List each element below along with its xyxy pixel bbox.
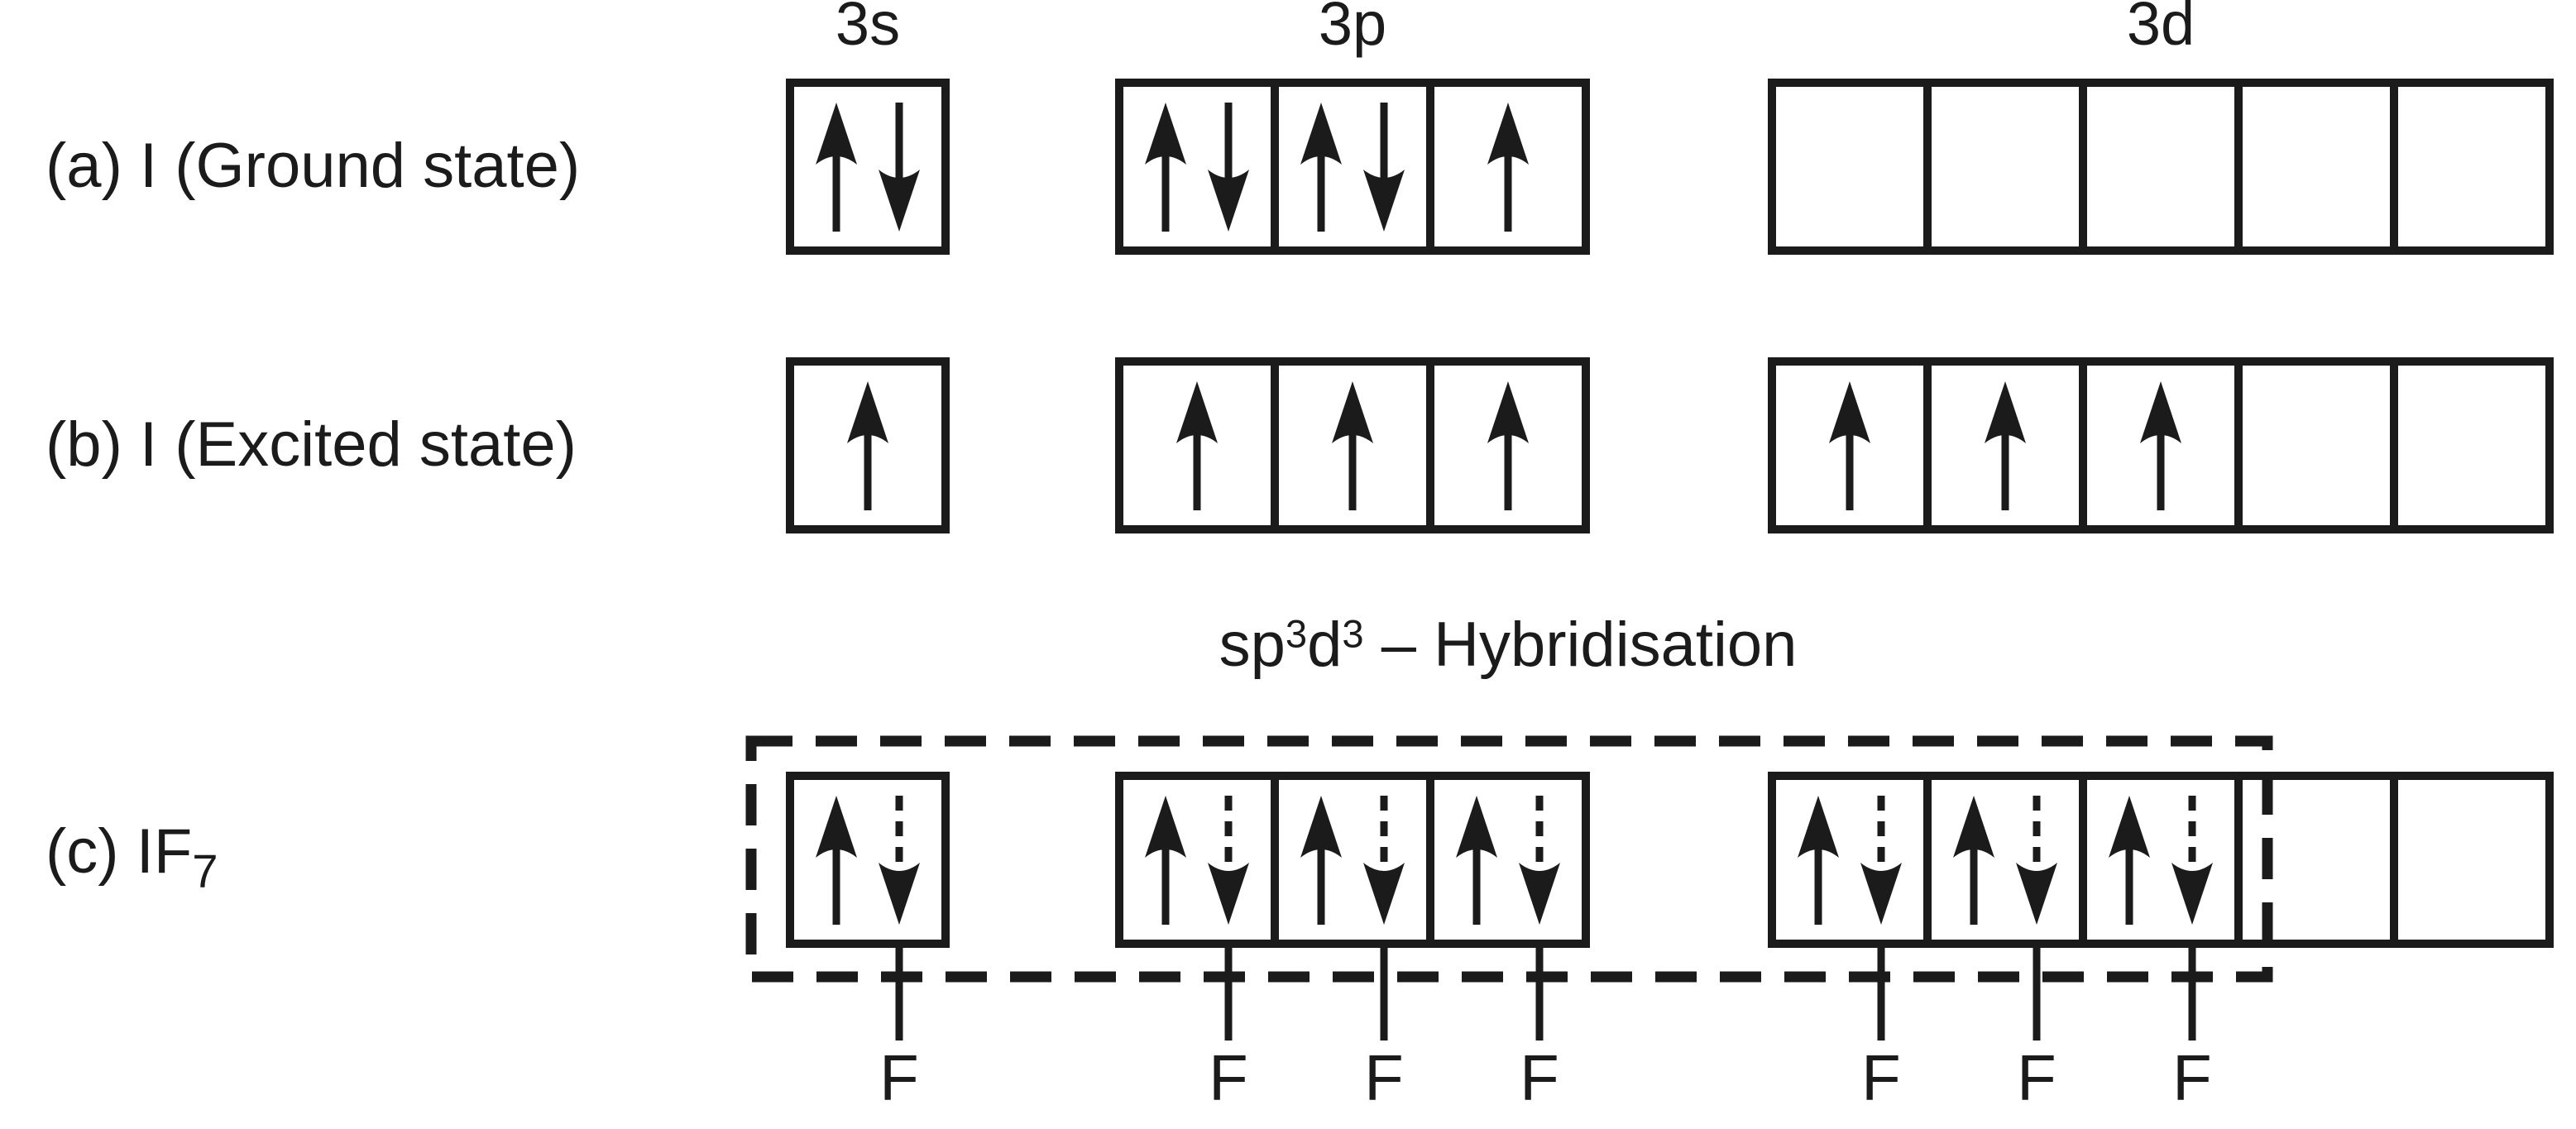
row-c-3p-box-2 (1271, 772, 1434, 948)
row-c-3s-box-1 (786, 772, 950, 948)
electron-up-arrow (1456, 795, 1497, 925)
row-b-orbital-group-3p (1115, 357, 1590, 533)
row-b-3s-box-1 (786, 357, 950, 533)
electron-down-arrow-dashed (1363, 795, 1405, 925)
bond-line-to-fluorine (2033, 948, 2041, 1040)
electron-up-arrow (1300, 795, 1342, 925)
row-a-3d-box-2 (1923, 79, 2087, 255)
fluorine-label: F (2017, 1041, 2056, 1114)
fluorine-label: F (1209, 1041, 1248, 1114)
hybridisation-label-sup3a: 3 (1285, 611, 1308, 656)
row-b-3p-box-1 (1115, 357, 1279, 533)
orbital-header-3p: 3p (1318, 0, 1387, 58)
row-label-excited-state: (b) I (Excited state) (45, 409, 577, 480)
bond-line-to-fluorine (895, 948, 903, 1040)
electron-up-arrow (1985, 380, 2026, 510)
row-a-3s-box-1 (786, 79, 950, 255)
hybridisation-label: sp3d3 – Hybridisation (1219, 614, 1798, 677)
hybridisation-label-d: d (1307, 610, 1343, 680)
electron-up-arrow (2140, 380, 2181, 510)
row-a-orbital-group-3d (1768, 79, 2554, 255)
row-c-3d-box-3 (2079, 772, 2243, 948)
electron-up-arrow (1300, 102, 1342, 232)
row-b-3d-box-3 (2079, 357, 2243, 533)
bond-line-to-fluorine (2188, 948, 2196, 1040)
electron-up-arrow (816, 102, 857, 232)
row-a-3d-box-5 (2390, 79, 2554, 255)
row-c-3d-box-1 (1768, 772, 1932, 948)
orbital-header-3s: 3s (835, 0, 901, 58)
electron-up-arrow (1145, 795, 1186, 925)
if7-subscript: 7 (192, 844, 218, 897)
electron-up-arrow (847, 380, 888, 510)
bond-line-to-fluorine (1877, 948, 1885, 1040)
electron-up-arrow (1176, 380, 1218, 510)
electron-down-arrow (1363, 102, 1405, 232)
orbital-header-3d: 3d (2126, 0, 2195, 58)
electron-down-arrow-dashed (1519, 795, 1560, 925)
row-a-3p-box-2 (1271, 79, 1434, 255)
row-a-3d-box-3 (2079, 79, 2243, 255)
electron-up-arrow (1145, 102, 1186, 232)
row-a-3p-box-3 (1426, 79, 1590, 255)
hybridisation-label-sup3b: 3 (1342, 611, 1364, 656)
row-c-orbital-group-3s (786, 772, 950, 948)
row-label-ground-state: (a) I (Ground state) (45, 131, 581, 201)
bond-line-to-fluorine (1535, 948, 1544, 1040)
row-b-3d-box-5 (2390, 357, 2554, 533)
electron-up-arrow (1953, 795, 1994, 925)
electron-down-arrow-dashed (1208, 795, 1249, 925)
row-b-3d-box-4 (2234, 357, 2398, 533)
fluorine-label: F (1520, 1041, 1559, 1114)
row-b-3d-box-1 (1768, 357, 1932, 533)
electron-down-arrow-dashed (2016, 795, 2057, 925)
bond-line-to-fluorine (1224, 948, 1233, 1040)
row-b-orbital-group-3s (786, 357, 950, 533)
hybridisation-dashed-outline (745, 735, 2273, 983)
electron-up-arrow (1798, 795, 1839, 925)
electron-up-arrow (1829, 380, 1870, 510)
row-a-orbital-group-3p (1115, 79, 1590, 255)
row-c-3d-box-5 (2390, 772, 2554, 948)
row-a-3d-box-1 (1768, 79, 1932, 255)
row-b-3p-box-3 (1426, 357, 1590, 533)
electron-down-arrow-dashed (879, 795, 920, 925)
row-c-3p-box-3 (1426, 772, 1590, 948)
row-c-orbital-group-3d (1768, 772, 2554, 948)
row-b-3d-box-2 (1923, 357, 2087, 533)
row-c-orbital-group-3p (1115, 772, 1590, 948)
hybridisation-label-sp: sp (1219, 610, 1286, 680)
row-b-orbital-group-3d (1768, 357, 2554, 533)
fluorine-label: F (2172, 1041, 2212, 1114)
bond-line-to-fluorine (1380, 948, 1388, 1040)
electron-down-arrow-dashed (2171, 795, 2213, 925)
fluorine-label: F (879, 1041, 919, 1114)
row-a-3p-box-1 (1115, 79, 1279, 255)
fluorine-label: F (1861, 1041, 1901, 1114)
electron-up-arrow (1332, 380, 1373, 510)
electron-down-arrow (879, 102, 920, 232)
row-b-3p-box-2 (1271, 357, 1434, 533)
row-label-if7: (c) IF7 (45, 820, 218, 895)
electron-up-arrow (1487, 102, 1529, 232)
electron-up-arrow (2109, 795, 2150, 925)
electron-up-arrow (1487, 380, 1529, 510)
row-a-orbital-group-3s (786, 79, 950, 255)
fluorine-label: F (1364, 1041, 1404, 1114)
if7-label-text: (c) IF (45, 816, 193, 887)
electron-down-arrow (1208, 102, 1249, 232)
electron-up-arrow (816, 795, 857, 925)
electron-down-arrow-dashed (1860, 795, 1902, 925)
hybridisation-label-suffix: – Hybridisation (1363, 610, 1798, 680)
row-a-3d-box-4 (2234, 79, 2398, 255)
